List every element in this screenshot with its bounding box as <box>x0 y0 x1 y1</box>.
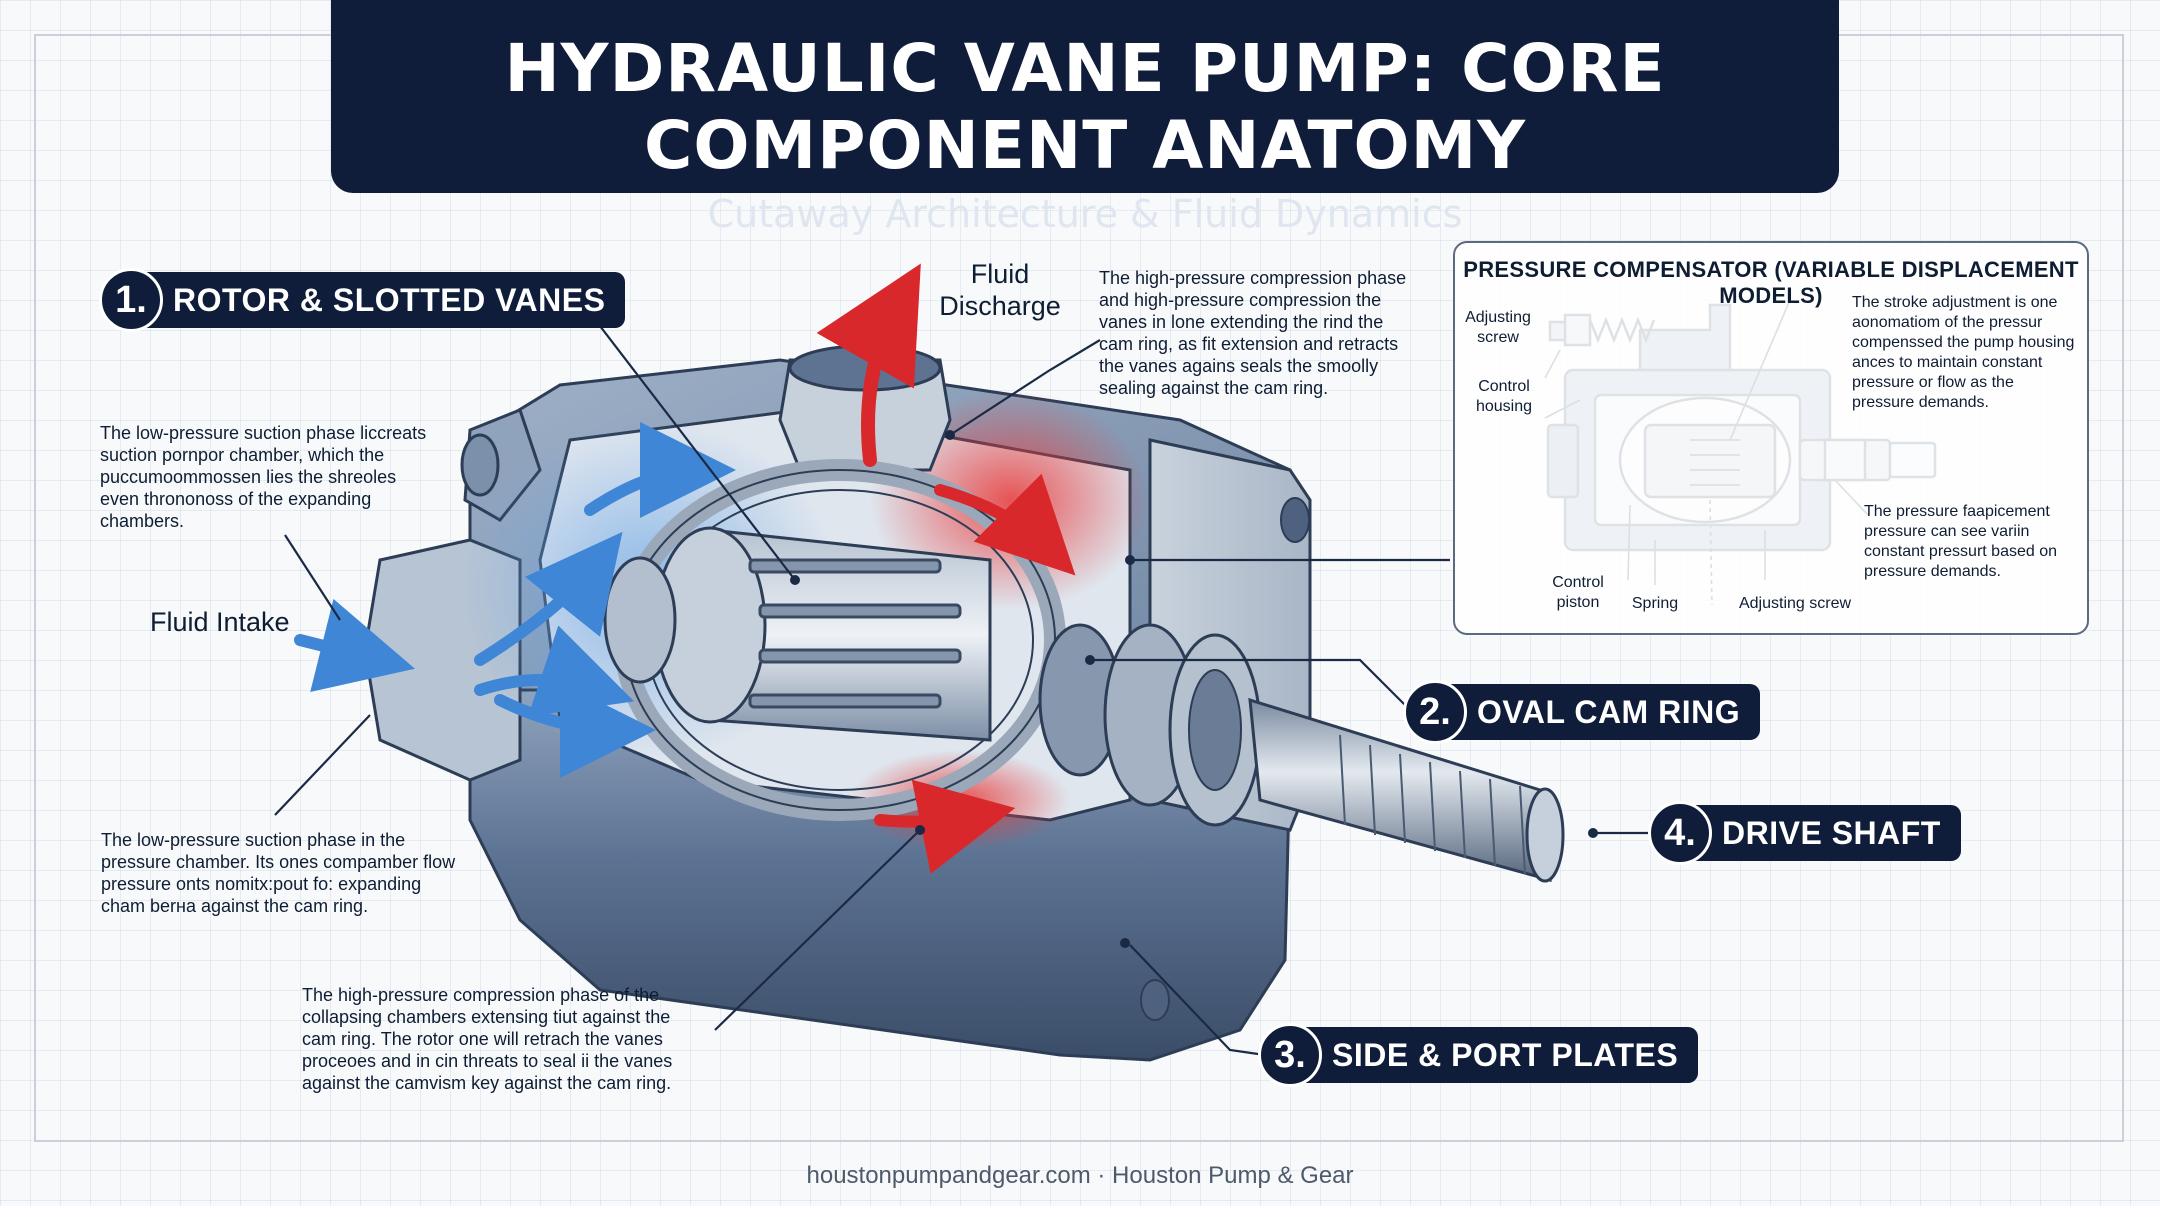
footer: houstonpumpandgear.com · Houston Pump & … <box>0 1162 2160 1190</box>
callout-number: 2. <box>1403 680 1467 744</box>
label-line: screw <box>1477 329 1519 346</box>
callout-oval-cam-ring: 2. OVAL CAM RING <box>1403 680 1761 744</box>
label-spring: Spring <box>1631 595 1679 612</box>
panel-note-upper: The stroke adjustment is one aonomatiom … <box>1852 293 2082 413</box>
title-banner: HYDRAULIC VANE PUMP: CORE COMPONENT ANAT… <box>331 0 1839 236</box>
note-line: The pressure faapicement <box>1864 503 2050 520</box>
page-subtitle: Cutaway Architecture & Fluid Dynamics <box>707 192 1463 236</box>
note-line: chambers. <box>100 511 185 531</box>
callout-rotor-slotted-vanes: 1. ROTOR & SLOTTED VANES <box>99 268 626 332</box>
callout-number: 3. <box>1258 1023 1322 1087</box>
callout-label: OVAL CAM RING <box>1447 684 1761 740</box>
discharge-label-line: Fluid <box>970 259 1030 289</box>
note-line: suction pornpor chamber, which the <box>100 445 385 465</box>
note-line: proceoes and in cin threats to seal ii t… <box>302 1051 673 1071</box>
footer-separator: · <box>1097 1162 1106 1189</box>
note-line: against the camvism key against the cam … <box>302 1073 672 1093</box>
pressure-compensator-panel: PRESSURE COMPENSATOR (VARIABLE DISPLACEM… <box>1453 241 2089 635</box>
note-line: constant pressurt based on <box>1864 543 2058 560</box>
note-line: vanes in lone extending the rind the <box>1099 312 1384 332</box>
callout-drive-shaft: 4. DRIVE SHAFT <box>1648 801 1961 865</box>
note-line: aonomatiom of the pressur <box>1852 314 2043 331</box>
note-line: ances to maintain constant <box>1852 354 2043 371</box>
footer-company: Houston Pump & Gear <box>1112 1162 1354 1189</box>
note-line: pressure or flow as the <box>1852 374 2014 391</box>
label-line: housing <box>1475 398 1533 415</box>
note-line: pressure demands. <box>1864 563 2001 580</box>
note-line: pressure chamber. Its ones compamber flo… <box>101 852 456 872</box>
panel-note-lower: The pressure faapicement pressure can se… <box>1864 502 2084 582</box>
note-line: cam ring. The rotor one will retrach the… <box>302 1029 663 1049</box>
fluid-discharge-label: Fluid Discharge <box>930 258 1070 322</box>
callout-number: 1. <box>99 268 163 332</box>
note-line: cam ring, as fit extension and retracts <box>1099 334 1399 354</box>
label-control-housing: Control housing <box>1464 377 1544 417</box>
footer-site-link[interactable]: houstonpumpandgear.com <box>806 1162 1091 1189</box>
note-line: puccumoommossen lies the shreoles <box>100 467 397 487</box>
note-line: sealing against the cam ring. <box>1099 378 1329 398</box>
note-high-pressure-top: The high-pressure compression phase and … <box>1099 267 1429 399</box>
label-line: Control <box>1552 574 1604 591</box>
callout-label: ROTOR & SLOTTED VANES <box>143 272 626 328</box>
note-line: pressure can see variin <box>1864 523 2030 540</box>
note-line: The low-pressure suction phase in the <box>101 830 406 850</box>
callout-label: DRIVE SHAFT <box>1692 805 1961 861</box>
note-line: The high-pressure compression phase of t… <box>302 985 660 1005</box>
label-control-piston: Control piston <box>1538 573 1618 613</box>
callout-number: 4. <box>1648 801 1712 865</box>
label-line: Adjusting <box>1465 309 1531 326</box>
note-line: pressure demands. <box>1852 394 1989 411</box>
note-line: compenssed the pump housing <box>1852 334 2075 351</box>
label-adjusting-screw-top: Adjusting screw <box>1458 308 1538 348</box>
note-line: The stroke adjustment is one <box>1852 294 2058 311</box>
note-low-pressure-upper: The low-pressure suction phase liccreats… <box>100 422 440 532</box>
page-title: HYDRAULIC VANE PUMP: CORE COMPONENT ANAT… <box>504 30 1666 184</box>
callout-side-port-plates: 3. SIDE & PORT PLATES <box>1258 1023 1699 1087</box>
label-line: piston <box>1556 594 1600 611</box>
label-line: Control <box>1478 378 1530 395</box>
note-line: the vanes agains seals the smoolly <box>1099 356 1379 376</box>
note-line: The low-pressure suction phase liccreats <box>100 423 427 443</box>
note-high-pressure-bottom: The high-pressure compression phase of t… <box>302 984 702 1094</box>
note-line: The high-pressure compression phase <box>1099 268 1407 288</box>
note-line: and high-pressure compression the <box>1099 290 1382 310</box>
discharge-label-line: Discharge <box>939 291 1061 321</box>
callout-label: SIDE & PORT PLATES <box>1302 1027 1699 1083</box>
note-low-pressure-lower: The low-pressure suction phase in the pr… <box>101 829 461 917</box>
note-line: even thrononoss of the expanding <box>100 489 372 509</box>
note-line: cham berна against the cam ring. <box>101 896 369 916</box>
fluid-intake-label: Fluid Intake <box>150 607 290 637</box>
label-adjusting-screw-bottom: Adjusting screw <box>1738 595 1852 612</box>
note-line: pressure onts nomitx:pout fo: expanding <box>101 874 422 894</box>
note-line: collapsing chambers extensing tiut again… <box>302 1007 671 1027</box>
panel-title: PRESSURE COMPENSATOR (VARIABLE DISPLACEM… <box>1463 257 2079 308</box>
